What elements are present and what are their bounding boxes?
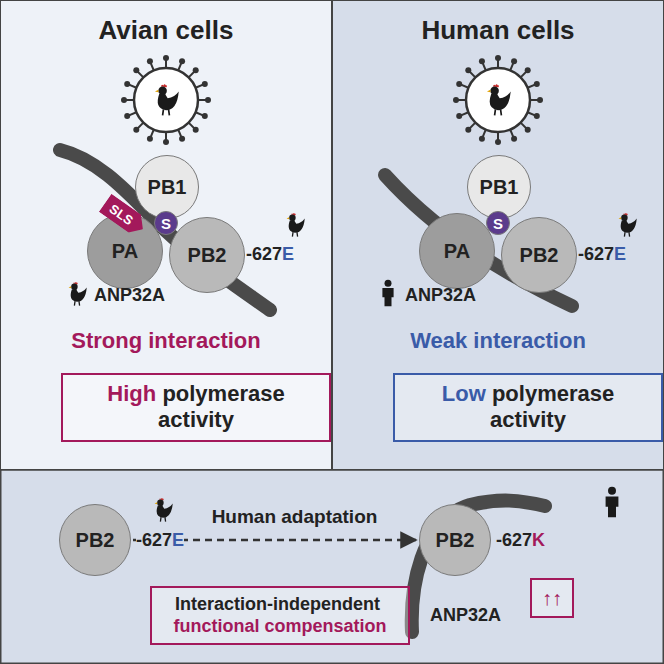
virus-spike [193, 67, 199, 73]
protein-subunit: PB2 [59, 504, 131, 576]
virus-spike [124, 113, 130, 119]
protein-subunit: S [486, 211, 510, 235]
box-text: High [107, 381, 156, 406]
protein-subunit: PA [419, 213, 495, 289]
virus-spike [121, 97, 127, 103]
box-text: ↑↑ [542, 587, 562, 609]
annotation-label: ANP32A [430, 604, 501, 626]
result-box: Interaction-independentfunctional compen… [150, 586, 410, 645]
virus-spike [479, 136, 485, 142]
box-text: Low [442, 381, 486, 406]
box-text: functional compensation [160, 616, 400, 638]
subunit-name: PB1 [148, 176, 187, 199]
subunit-name: PB2 [188, 244, 227, 267]
virus-spike [124, 81, 130, 87]
annotation-label: ANP32A [94, 284, 165, 306]
protein-subunit: PB2 [419, 504, 491, 576]
subunit-name: S [161, 215, 171, 232]
virus-spike [525, 127, 531, 133]
virus-spike [147, 136, 153, 142]
annotation-label: -627 [136, 529, 172, 551]
virus-spike [133, 67, 139, 73]
anp32a-band [412, 501, 545, 632]
virus-spike [465, 127, 471, 133]
subunit-name: PB2 [520, 244, 559, 267]
protein-subunit: PB2 [501, 217, 577, 293]
box-text: polymerase activity [158, 381, 285, 432]
result-box: Highpolymerase activity [61, 373, 331, 442]
edge-label: Human adaptation [212, 506, 378, 528]
annotation-label: -627 [578, 243, 614, 265]
bottom-panel [1, 470, 664, 663]
virus-spike [479, 58, 485, 64]
virus-spike [456, 113, 462, 119]
virus-spike [511, 58, 517, 64]
sls-shape [99, 194, 149, 238]
annotation-label: E [614, 243, 626, 265]
human-icon [606, 487, 619, 517]
result-box: ↑↑ [530, 578, 574, 618]
subunit-name: PA [112, 240, 138, 263]
virus-spike [205, 97, 211, 103]
virus-spike [495, 139, 501, 145]
virus-spike [495, 55, 501, 61]
cell-panel: Human cellsPB1PA PB2 S Lowpolymerase activi… [332, 0, 664, 470]
protein-subunit: PB1 [135, 155, 199, 219]
virus-spike [456, 81, 462, 87]
chicken-icon [287, 213, 305, 237]
box-text: polymerase activity [490, 381, 614, 432]
virus-spike [534, 113, 540, 119]
cell-panel: Avian cellsPB1PAPB2SSLSHighpolymerase ac… [0, 0, 332, 470]
virus-spike [163, 139, 169, 145]
virus-spike [179, 58, 185, 64]
subunit-name: S [493, 215, 503, 232]
subunit-name: PA [444, 240, 470, 263]
panel-heading: Avian cells [1, 1, 331, 46]
virus-spike [202, 81, 208, 87]
virus-envelope [134, 68, 198, 132]
annotation-label: E [172, 529, 184, 551]
panel-ground [0, 0, 332, 470]
anp32a-band [60, 150, 270, 310]
chicken-icon [69, 282, 87, 306]
virus-spike [537, 97, 543, 103]
annotation-label: E [282, 243, 294, 265]
annotation-label: Weak interaction [410, 330, 586, 352]
annotation-label: K [532, 529, 545, 551]
subunit-name: PB2 [76, 529, 115, 552]
virus-spike [147, 58, 153, 64]
annotation-label: -627 [246, 243, 282, 265]
chicken-icon [487, 84, 511, 115]
virus-spike [193, 127, 199, 133]
virus-spike [179, 136, 185, 142]
virus-spike [133, 127, 139, 133]
subunit-name: PB1 [480, 176, 519, 199]
virus-spike [525, 67, 531, 73]
virus-envelope [466, 68, 530, 132]
protein-subunit: PB1 [467, 155, 531, 219]
box-text: Interaction-independent [160, 594, 395, 616]
protein-subunit: S [154, 211, 178, 235]
virus-spike [163, 55, 169, 61]
virus-spike [511, 136, 517, 142]
virus-spike [534, 81, 540, 87]
virus-spike [465, 67, 471, 73]
protein-subunit: PB2 [169, 217, 245, 293]
chicken-icon [155, 84, 179, 115]
chicken-icon [155, 498, 173, 522]
virus-spike [202, 113, 208, 119]
human-icon [382, 280, 393, 307]
chicken-icon [619, 213, 637, 237]
result-box: Lowpolymerase activity [393, 373, 663, 442]
panel-heading: Human cells [333, 1, 663, 46]
virus-spike [453, 97, 459, 103]
subunit-name: PB2 [436, 529, 475, 552]
annotation-label: Strong interaction [71, 330, 260, 352]
annotation-label: -627 [496, 529, 532, 551]
annotation-label: ANP32A [405, 284, 476, 306]
panel-ground [332, 0, 664, 470]
